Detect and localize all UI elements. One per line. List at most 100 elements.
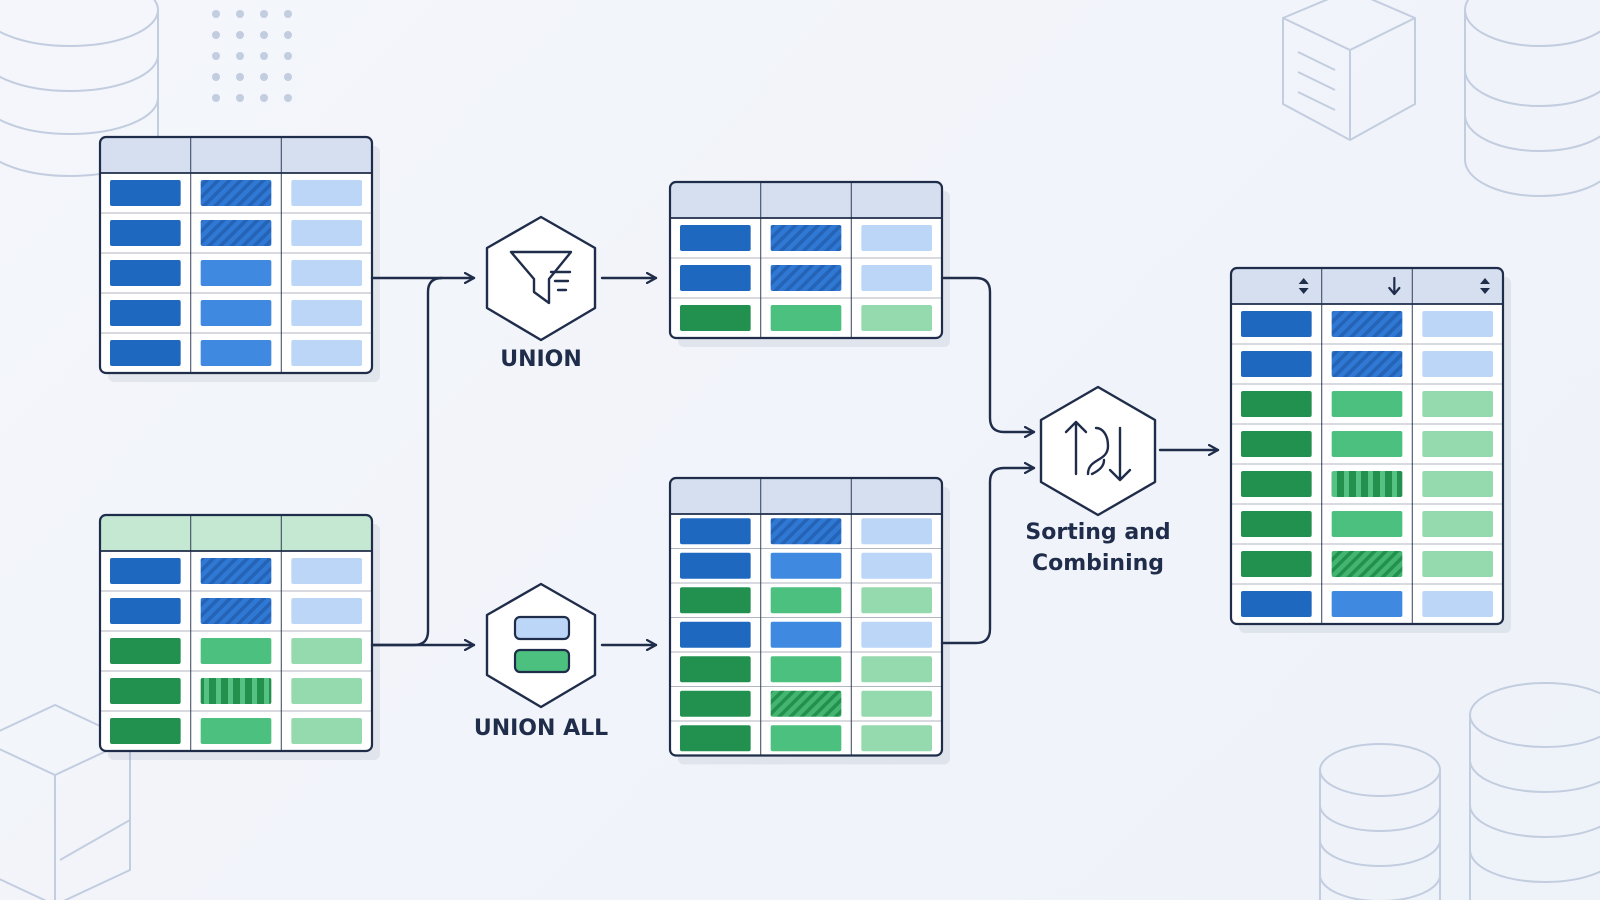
table-cell — [680, 305, 751, 331]
table-row — [680, 265, 932, 291]
database-cylinder-icon — [1319, 743, 1441, 900]
table-cell — [291, 678, 362, 704]
table-cell — [1422, 391, 1493, 417]
table-row — [1241, 511, 1493, 537]
table-row — [110, 180, 362, 206]
table-cell — [291, 558, 362, 584]
arrow-b-to-union — [370, 276, 444, 647]
table-cell — [1241, 511, 1312, 537]
table-cell — [200, 638, 272, 664]
arrow-union-result-to-sort — [940, 276, 1036, 432]
table-cell — [1241, 471, 1312, 497]
table-cell — [200, 220, 272, 246]
table-cell — [1241, 351, 1312, 377]
table-cell — [1422, 511, 1493, 537]
table-row — [1241, 471, 1493, 497]
table-cell — [200, 300, 272, 326]
table-row — [680, 621, 932, 648]
flow-connectors — [370, 276, 1220, 647]
table-cell — [861, 225, 932, 251]
table-row — [110, 558, 362, 584]
sort-both-icon[interactable] — [1298, 278, 1309, 294]
table-cell — [770, 518, 842, 545]
table-cell — [1331, 511, 1403, 537]
union-node[interactable] — [485, 215, 597, 342]
table-cell — [291, 300, 362, 326]
table-cell — [200, 718, 272, 744]
database-cylinder-icon — [1469, 682, 1600, 900]
union-result-table — [668, 180, 950, 347]
table-cell — [680, 725, 751, 752]
table-cell — [861, 518, 932, 545]
table-row — [1241, 431, 1493, 457]
table-cell — [291, 180, 362, 206]
database-cylinder-icon — [1464, 0, 1600, 197]
stacked-rows-icon — [513, 615, 571, 674]
table-cell — [680, 518, 751, 545]
arrow-union-all-result-to-sort — [940, 468, 1036, 645]
table-cell — [1241, 591, 1312, 617]
table-cell — [1422, 471, 1493, 497]
table-cell — [680, 587, 751, 614]
funnel-icon — [509, 250, 573, 305]
table-cell — [110, 300, 181, 326]
table-cell — [110, 598, 181, 624]
table-cell — [110, 638, 181, 664]
table-row — [1241, 351, 1493, 377]
table-row — [680, 552, 932, 579]
table-cell — [861, 265, 932, 291]
table-row — [110, 638, 362, 664]
sort-both-icon[interactable] — [1480, 278, 1490, 294]
sort-arrows-icon — [1064, 420, 1132, 482]
table-row — [1241, 551, 1493, 577]
union-all-node[interactable] — [485, 582, 597, 709]
table-cell — [770, 656, 842, 683]
table-cell — [1331, 311, 1403, 337]
table-cell — [291, 638, 362, 664]
table-cell — [200, 678, 272, 704]
table-cell — [200, 180, 272, 206]
table-cell — [680, 690, 751, 717]
table-cell — [770, 305, 842, 331]
table-cell — [1331, 431, 1403, 457]
table-cell — [1331, 351, 1403, 377]
table-cell — [1241, 391, 1312, 417]
table-cell — [861, 621, 932, 648]
table-row — [110, 260, 362, 286]
table-cell — [110, 678, 181, 704]
table-cell — [291, 220, 362, 246]
table-cell — [861, 587, 932, 614]
table-cell — [1422, 551, 1493, 577]
table-cell — [110, 260, 181, 286]
table-header — [670, 478, 942, 514]
table-row — [110, 678, 362, 704]
table-cell — [680, 656, 751, 683]
sort-down-icon[interactable] — [1388, 276, 1401, 296]
table-row — [110, 300, 362, 326]
source-table-a — [98, 135, 380, 382]
table-cell — [861, 305, 932, 331]
table-row — [680, 305, 932, 331]
table-row — [110, 340, 362, 366]
table-cell — [770, 621, 842, 648]
table-cell — [1331, 471, 1403, 497]
table-row — [680, 587, 932, 614]
table-row — [1241, 391, 1493, 417]
table-row — [1241, 311, 1493, 337]
table-cell — [1422, 311, 1493, 337]
table-cell — [1422, 431, 1493, 457]
table-row — [1241, 591, 1493, 617]
sort-combine-label-line1: Sorting and — [1025, 520, 1171, 545]
table-cell — [200, 340, 272, 366]
union-label: UNION — [500, 347, 582, 372]
table-cell — [200, 598, 272, 624]
sort-combine-node[interactable] — [1039, 385, 1157, 517]
table-cell — [861, 552, 932, 579]
table-cell — [110, 340, 181, 366]
table-header — [100, 137, 372, 173]
cube-icon — [1282, 0, 1416, 142]
table-cell — [861, 656, 932, 683]
table-header — [670, 182, 942, 218]
